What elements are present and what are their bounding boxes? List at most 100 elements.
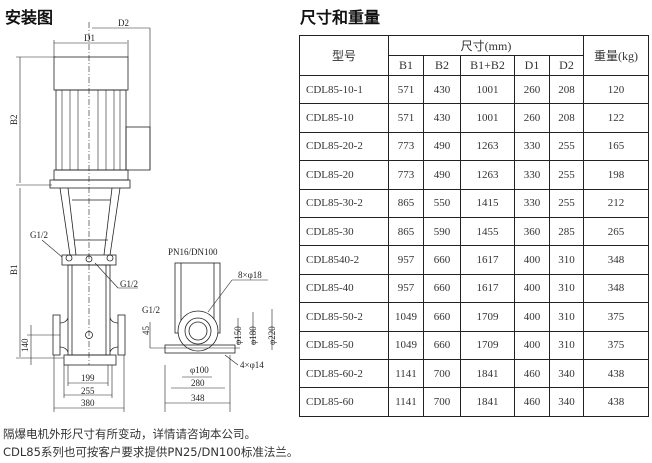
value-cell: 438 [583, 358, 649, 389]
value-cell: 1263 [460, 131, 515, 162]
label-d2: D2 [118, 18, 129, 28]
value-cell: 208 [549, 103, 584, 133]
model-cell: CDL85-10-1 [299, 74, 389, 105]
value-cell: 590 [423, 216, 461, 247]
value-cell: 430 [423, 74, 461, 105]
note-flange: CDL85系列也可按客户要求提供PN25/DN100标准法兰。 [3, 445, 299, 459]
value-cell: 865 [388, 216, 424, 247]
value-cell: 1415 [460, 188, 515, 218]
value-cell: 438 [583, 387, 649, 417]
value-cell: 1617 [460, 245, 515, 275]
value-cell: 310 [549, 302, 584, 332]
value-cell: 700 [423, 358, 461, 389]
model-cell: CDL85-30-2 [299, 188, 389, 218]
label-phi100: φ100 [190, 365, 209, 375]
header-model: 型号 [299, 35, 389, 76]
header-d2: D2 [549, 55, 584, 76]
label-280: 280 [191, 378, 205, 388]
value-cell: 348 [583, 273, 649, 304]
label-45: 45 [141, 326, 151, 336]
value-cell: 571 [388, 74, 424, 105]
value-cell: 700 [423, 387, 461, 417]
value-cell: 1709 [460, 302, 515, 332]
value-cell: 255 [549, 131, 584, 162]
label-g-half-1: G1/2 [30, 230, 48, 240]
label-phi150: φ150 [233, 326, 243, 345]
value-cell: 285 [549, 216, 584, 247]
label-380: 380 [81, 398, 95, 408]
header-weight: 重量(kg) [583, 35, 649, 76]
value-cell: 260 [514, 74, 550, 105]
label-b1: B1 [9, 264, 19, 275]
label-d1: D1 [84, 33, 95, 43]
model-cell: CDL85-40 [299, 273, 389, 304]
label-255: 255 [81, 386, 95, 396]
value-cell: 255 [549, 188, 584, 218]
label-g-half-2: G1/2 [120, 279, 138, 289]
label-feet-holes: 4×φ14 [240, 360, 264, 370]
label-phi220: φ220 [267, 326, 277, 345]
table-title: 尺寸和重量 [300, 8, 381, 27]
model-cell: CDL85-60-2 [299, 358, 389, 389]
value-cell: 165 [583, 131, 649, 162]
value-cell: 1617 [460, 273, 515, 304]
value-cell: 1049 [388, 302, 424, 332]
value-cell: 310 [549, 273, 584, 304]
model-cell: CDL85-10 [299, 103, 389, 133]
value-cell: 265 [583, 216, 649, 247]
dimension-lines [16, 27, 151, 412]
value-cell: 400 [514, 273, 550, 304]
installation-drawing: D2 D1 B2 B1 140 G1/2 G1/2 G1/2 199 255 3… [9, 18, 277, 412]
header-dimensions: 尺寸(mm) [388, 35, 584, 56]
value-cell: 212 [583, 188, 649, 218]
value-cell: 1001 [460, 74, 515, 105]
pump-front-view [49, 22, 151, 366]
value-cell: 571 [388, 103, 424, 133]
note-motor: 隔爆电机外形尺寸有所变动，详情请咨询本公司。 [3, 427, 256, 441]
value-cell: 1841 [460, 358, 515, 389]
value-cell: 340 [549, 358, 584, 389]
value-cell: 1263 [460, 160, 515, 190]
value-cell: 400 [514, 302, 550, 332]
model-cell: CDL85-30 [299, 216, 389, 247]
value-cell: 122 [583, 103, 649, 133]
value-cell: 957 [388, 245, 424, 275]
value-cell: 198 [583, 160, 649, 190]
value-cell: 1141 [388, 387, 424, 417]
header-b1-b2: B1+B2 [460, 55, 515, 76]
value-cell: 310 [549, 330, 584, 360]
value-cell: 255 [549, 160, 584, 190]
label-140: 140 [20, 338, 30, 352]
value-cell: 550 [423, 188, 461, 218]
value-cell: 330 [514, 160, 550, 190]
value-cell: 865 [388, 188, 424, 218]
pump-side-view [149, 262, 273, 412]
value-cell: 660 [423, 245, 461, 275]
label-199: 199 [81, 373, 95, 383]
value-cell: 360 [514, 216, 550, 247]
value-cell: 120 [583, 74, 649, 105]
value-cell: 400 [514, 245, 550, 275]
dimensions-table: 型号 尺寸(mm) 重量(kg) B1 B2 B1+B2 D1 D2 CDL85… [299, 35, 649, 417]
header-b1: B1 [388, 55, 424, 76]
label-bolts: 8×φ18 [238, 270, 262, 280]
value-cell: 430 [423, 103, 461, 133]
value-cell: 773 [388, 131, 424, 162]
value-cell: 375 [583, 330, 649, 360]
value-cell: 460 [514, 387, 550, 417]
value-cell: 957 [388, 273, 424, 304]
value-cell: 1841 [460, 387, 515, 417]
label-flange: PN16/DN100 [168, 247, 218, 257]
label-g-half-3: G1/2 [142, 305, 160, 315]
value-cell: 773 [388, 160, 424, 190]
